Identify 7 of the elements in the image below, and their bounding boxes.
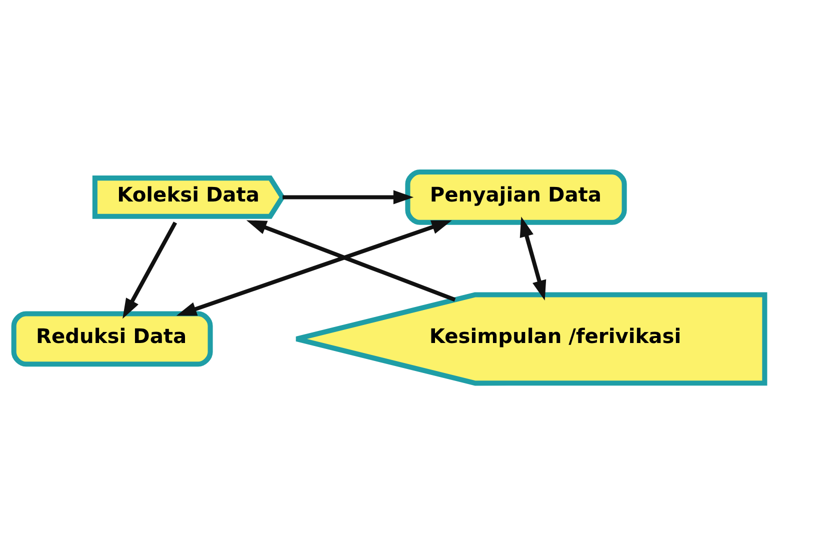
arrow	[246, 220, 456, 302]
node-box: Penyajian Data	[405, 169, 627, 224]
node-box: Reduksi Data	[11, 310, 213, 366]
arrow	[176, 220, 452, 316]
arrow	[520, 216, 546, 300]
arrow	[122, 221, 178, 318]
arrow	[282, 190, 414, 204]
